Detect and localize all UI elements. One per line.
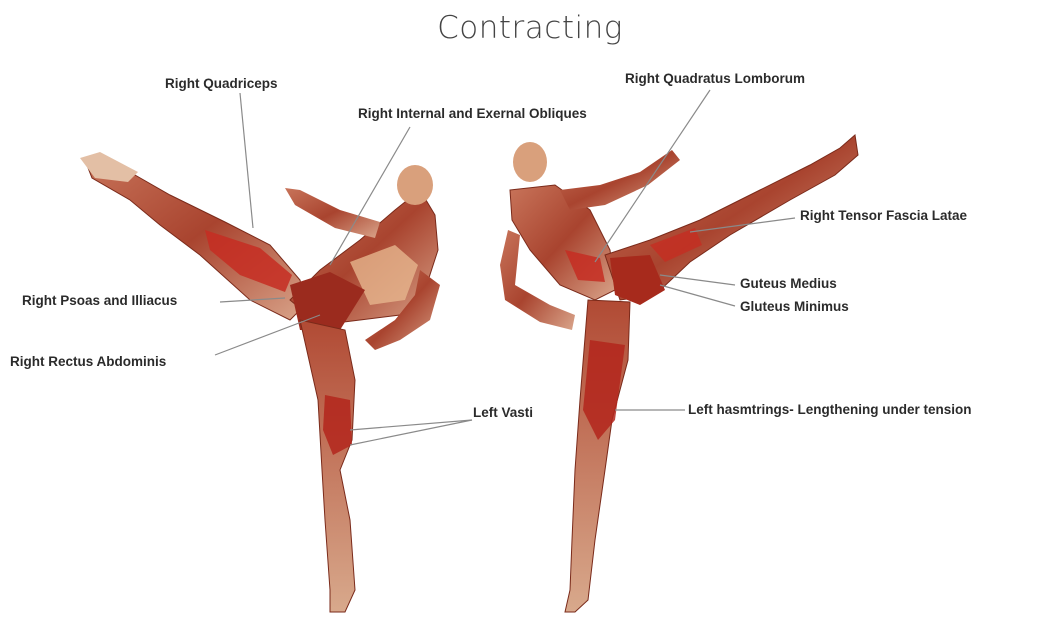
left-figure-upper-arm: [285, 188, 380, 238]
left-figure-front-view: [80, 152, 440, 612]
leader-left-vasti-2: [350, 420, 472, 445]
left-figure-head: [397, 165, 433, 205]
label-right-quadriceps: Right Quadriceps: [165, 76, 278, 91]
label-right-quadratus: Right Quadratus Lomborum: [625, 71, 805, 86]
label-left-hamstrings: Left hasmtrings- Lengthening under tensi…: [688, 402, 972, 417]
right-figure-raised-arm: [560, 150, 680, 210]
label-right-rectus: Right Rectus Abdominis: [10, 354, 166, 369]
label-right-psoas: Right Psoas and Illiacus: [22, 293, 177, 308]
leader-gluteus-minimus: [660, 285, 735, 306]
label-right-tensor: Right Tensor Fascia Latae: [800, 208, 967, 223]
left-figure-standing-leg: [300, 320, 355, 612]
right-figure-back-view: [500, 135, 858, 612]
leader-left-vasti-1: [350, 420, 472, 430]
left-figure-foot: [80, 152, 138, 182]
label-gluteus-medius: Guteus Medius: [740, 276, 837, 291]
label-left-vasti: Left Vasti: [473, 405, 533, 420]
label-right-obliques: Right Internal and Exernal Obliques: [358, 106, 587, 121]
right-figure-head: [513, 142, 547, 182]
label-gluteus-minimus: Gluteus Minimus: [740, 299, 849, 314]
leader-right-quadriceps: [240, 93, 253, 228]
